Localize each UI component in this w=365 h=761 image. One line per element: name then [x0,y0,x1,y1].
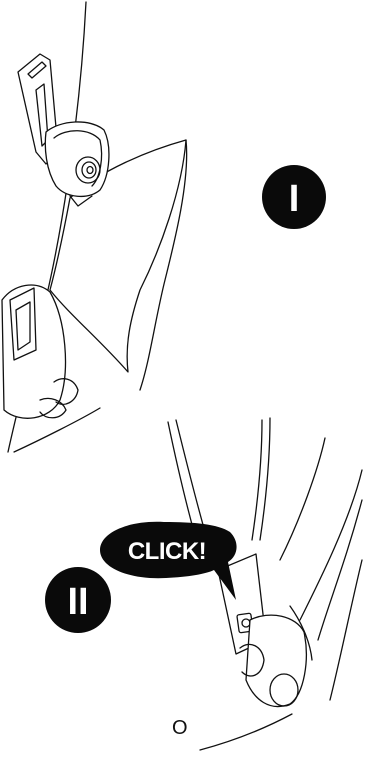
buckle-foot [70,196,92,206]
step-two-badge: II [45,567,111,633]
click-callout-text: CLICK! [128,538,206,565]
bottom-mark: O [172,718,188,738]
buckle-housing [45,122,109,196]
panel-two-illustration [168,418,362,750]
panel-two-lower-curve [200,714,292,750]
click-callout: CLICK! [100,522,237,600]
step-two-label: II [67,581,88,623]
panel-two-frame-line-3 [252,420,262,540]
step-one-badge: I [262,165,326,229]
panel-one-illustration [2,2,187,452]
step-one-label: I [289,178,300,220]
panel-two-frame-line-5 [280,438,325,560]
panel-two-frame-line-8 [330,560,362,700]
